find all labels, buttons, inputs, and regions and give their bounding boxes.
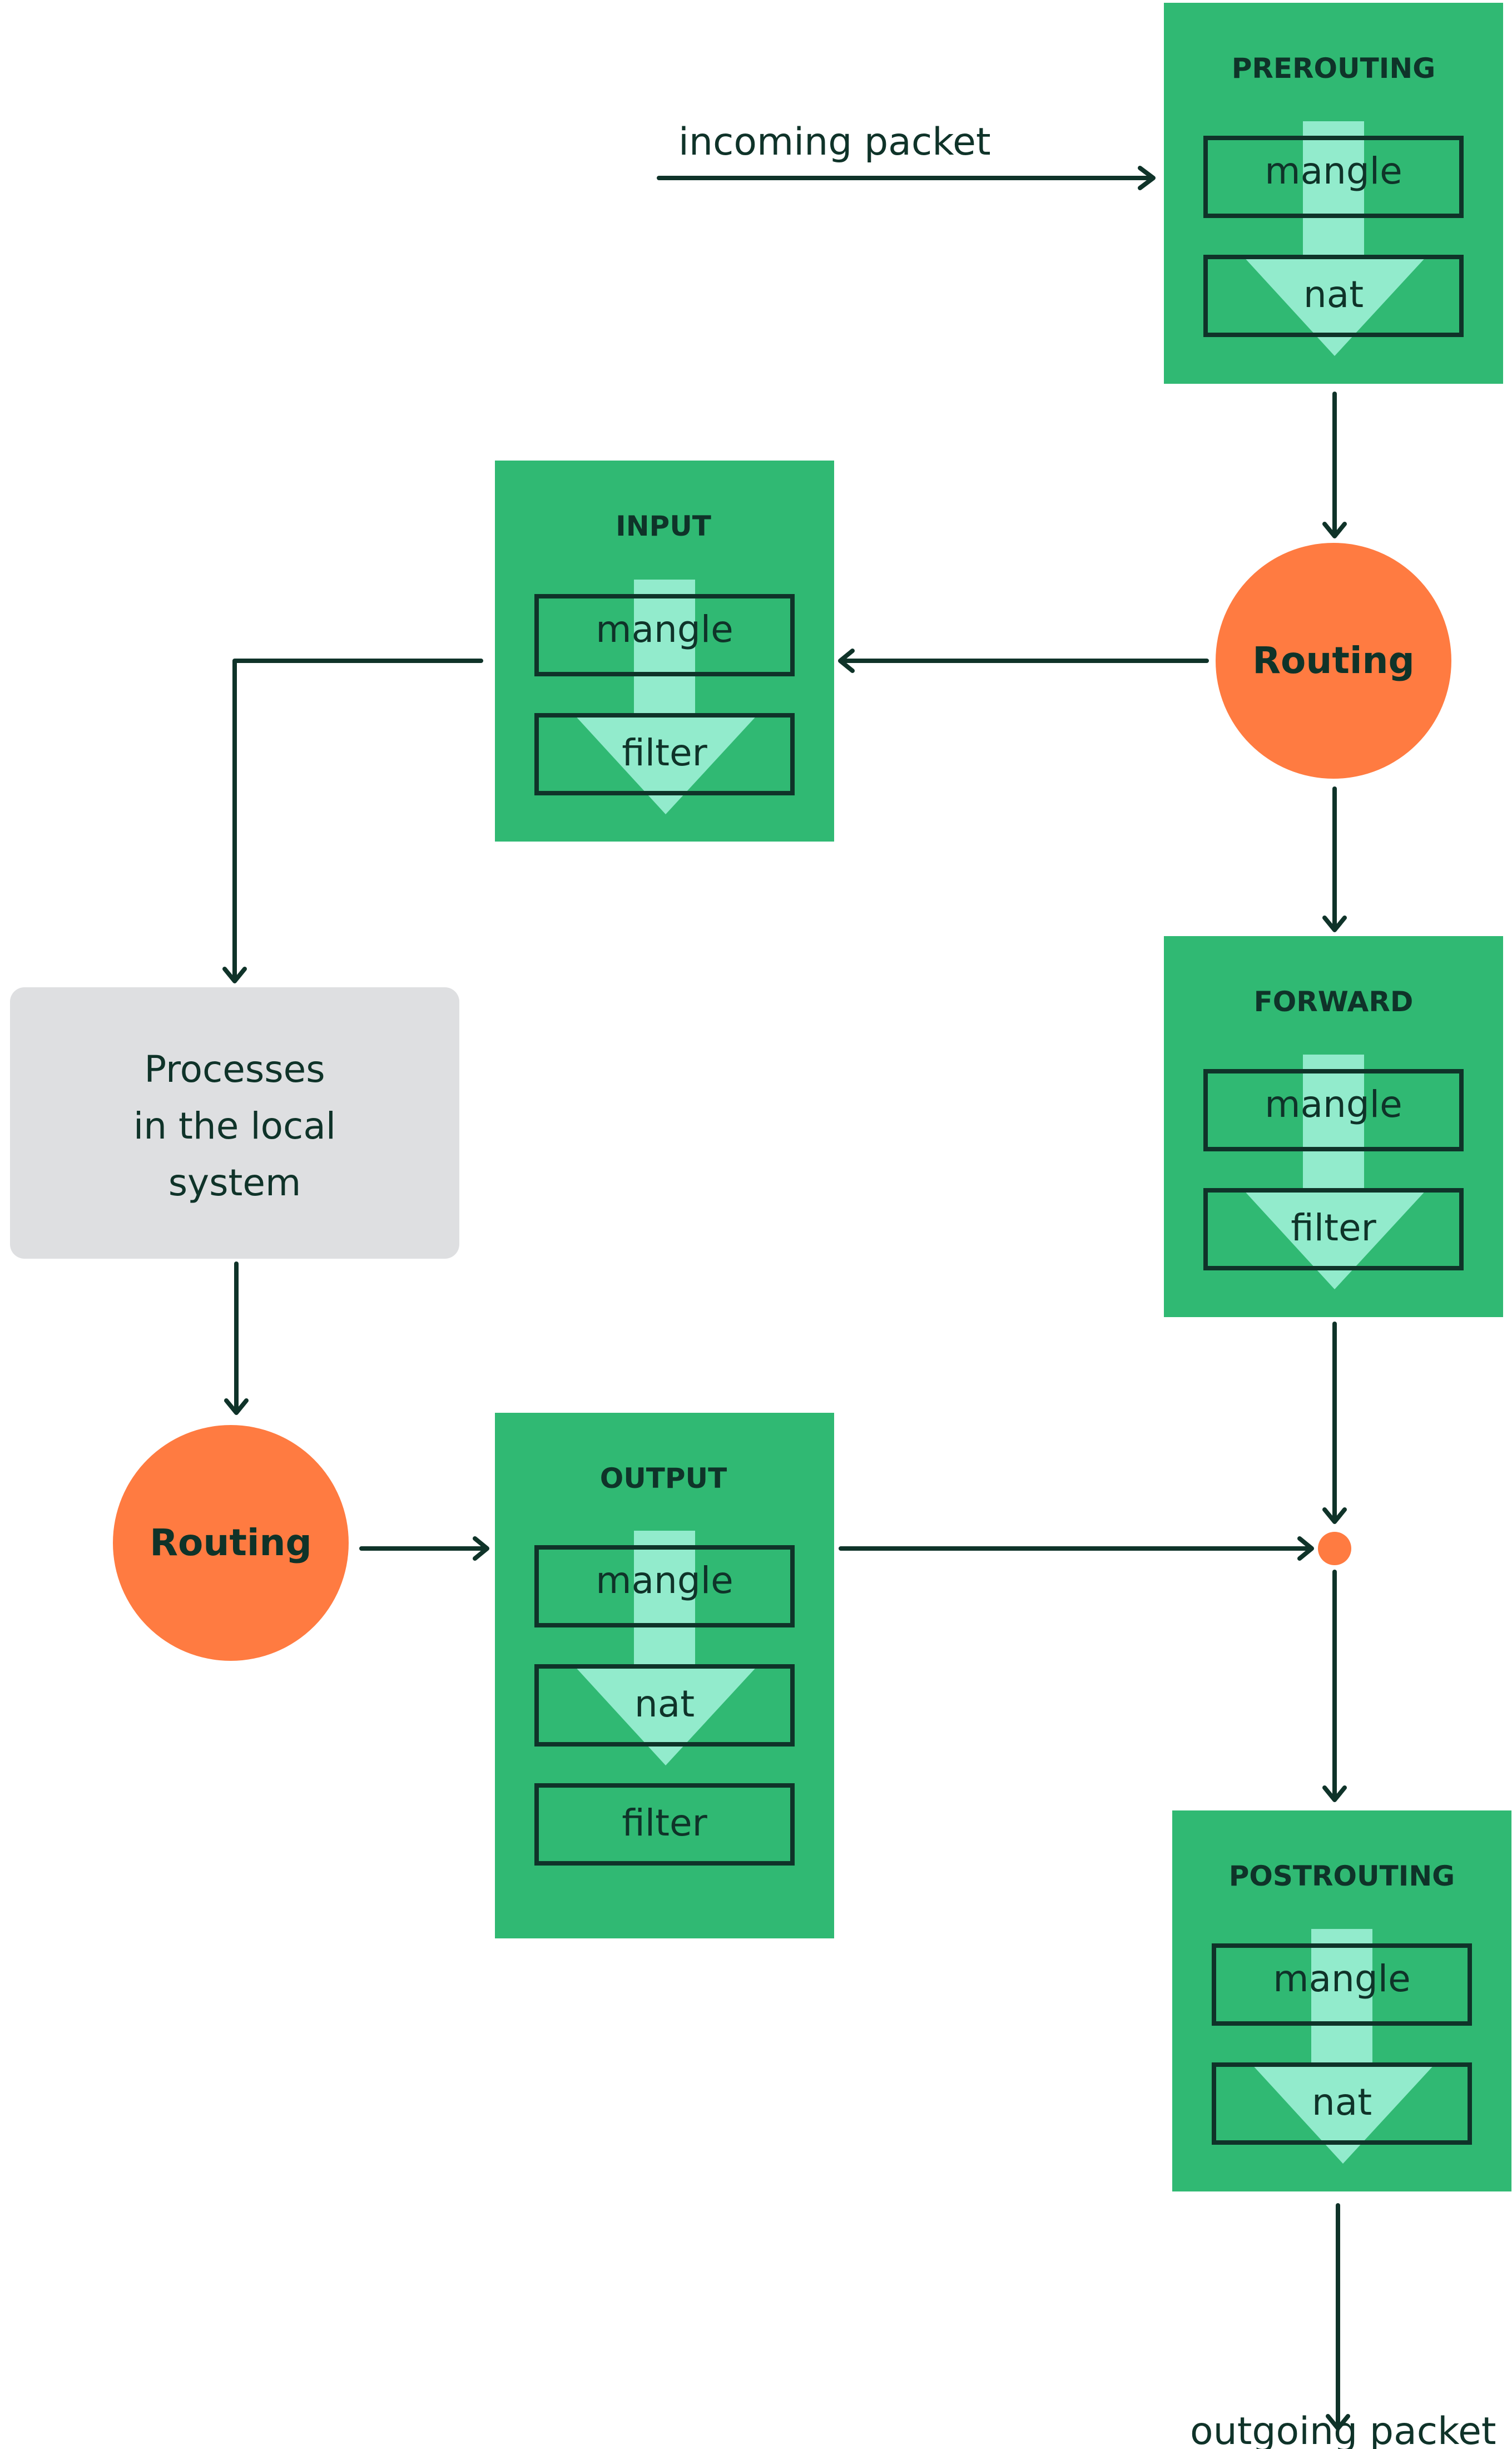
flow-arrow-head <box>573 713 759 814</box>
table-label-mangle: mangle <box>1265 150 1402 192</box>
arrowhead-outgoing <box>1326 2414 1350 2431</box>
local-processes-box <box>10 987 459 1259</box>
flow-arrow-shaft <box>634 580 695 713</box>
chain-output: OUTPUT mangle nat filter <box>495 1413 834 1938</box>
flow-arrow-head <box>1250 2062 1436 2164</box>
arrowhead-routing-forward <box>1322 916 1347 932</box>
local-processes-line-2: in the local <box>133 1105 336 1147</box>
table-box-mangle <box>1203 1069 1464 1151</box>
routing-circle-left <box>113 1425 349 1661</box>
table-label-mangle: mangle <box>596 608 733 651</box>
chain-forward-title: FORWARD <box>1254 986 1414 1018</box>
arrowhead-junction-postrouting <box>1322 1785 1347 1802</box>
flow-arrow-head <box>1242 255 1428 356</box>
routing-label-left: Routing <box>150 1521 312 1564</box>
chain-output-title: OUTPUT <box>600 1462 727 1495</box>
table-box-mangle <box>534 1545 795 1627</box>
flow-arrow-shaft <box>634 1531 695 1664</box>
connectors <box>222 166 1350 2431</box>
routing-decision-right: Routing <box>1216 543 1451 779</box>
arrowhead-prerouting-routing <box>1322 522 1347 538</box>
chain-input: INPUT mangle filter <box>495 461 834 842</box>
routing-circle-right <box>1216 543 1451 779</box>
arrowhead-routing-output <box>473 1536 489 1561</box>
table-label-filter: filter <box>1291 1206 1376 1249</box>
chain-prerouting: PREROUTING mangle nat <box>1164 3 1503 384</box>
chain-postrouting-title: POSTROUTING <box>1229 1860 1455 1892</box>
table-label-mangle: mangle <box>1265 1083 1402 1126</box>
incoming-packet-label: incoming packet <box>678 120 991 164</box>
table-box-nat <box>534 1664 795 1747</box>
table-label-mangle: mangle <box>596 1559 733 1602</box>
local-processes-line-1: Processes <box>144 1048 325 1091</box>
flow-arrow-shaft <box>1311 1929 1372 2062</box>
table-label-nat: nat <box>634 1683 695 1725</box>
table-label-mangle: mangle <box>1273 1957 1410 2000</box>
routing-decision-left: Routing <box>113 1425 349 1661</box>
arrowhead-forward-junction <box>1322 1507 1347 1524</box>
chain-forward: FORWARD mangle filter <box>1164 936 1503 1317</box>
flow-arrow-head <box>1242 1188 1428 1289</box>
table-box-mangle <box>1212 1943 1472 2026</box>
local-processes: Processes in the local system <box>10 987 459 1259</box>
chain-postrouting: POSTROUTING mangle nat <box>1172 1810 1511 2191</box>
chain-prerouting-title: PREROUTING <box>1232 52 1436 85</box>
arrowhead-processes-routing <box>224 1398 249 1415</box>
table-box-mangle <box>1203 136 1464 218</box>
table-label-filter: filter <box>622 1802 707 1844</box>
table-box-nat <box>1203 255 1464 337</box>
flow-arrow-head <box>573 1664 759 1765</box>
arrowhead-output-junction <box>1297 1536 1314 1561</box>
arrowhead-routing-input <box>838 649 855 673</box>
table-label-nat: nat <box>1312 2081 1372 2124</box>
routing-label-right: Routing <box>1252 639 1415 682</box>
table-box-filter <box>1203 1188 1464 1270</box>
arrow-input-to-processes <box>232 659 483 981</box>
local-processes-line-3: system <box>168 1161 301 1204</box>
table-box-filter <box>534 1783 795 1866</box>
junction-dot <box>1318 1532 1351 1565</box>
table-box-filter <box>534 713 795 795</box>
table-box-nat <box>1212 2062 1472 2145</box>
outgoing-packet-label: outgoing packet <box>1190 2410 1496 2449</box>
arrowhead-incoming <box>1138 166 1156 190</box>
chain-input-title: INPUT <box>616 510 711 542</box>
table-label-filter: filter <box>622 731 707 774</box>
arrowhead-input-processes <box>222 967 247 983</box>
table-label-nat: nat <box>1303 273 1364 316</box>
flow-arrow-shaft <box>1303 121 1364 255</box>
table-box-mangle <box>534 594 795 676</box>
flow-arrow-shaft <box>1303 1055 1364 1188</box>
